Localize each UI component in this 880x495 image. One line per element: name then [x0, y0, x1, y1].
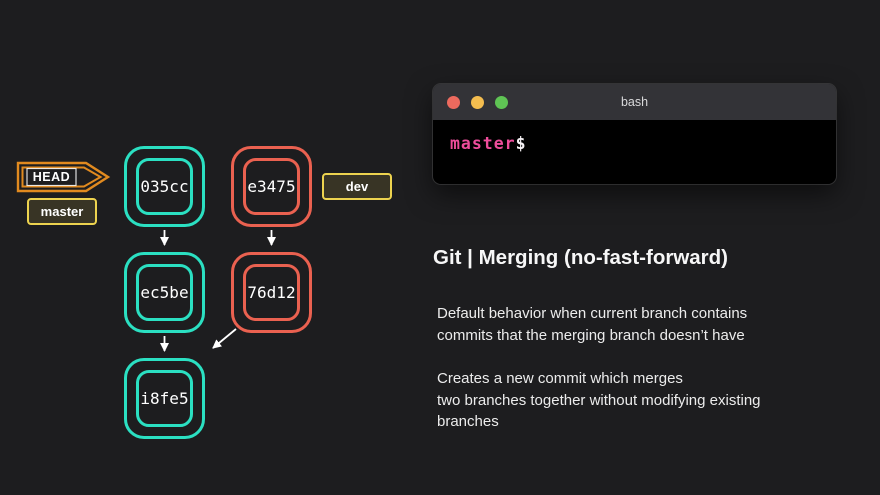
commit-node-inner: ec5be: [136, 264, 193, 321]
paragraph-line: branches: [437, 413, 499, 430]
commit-node-inner: 035cc: [136, 158, 193, 215]
terminal-window: bash master$: [433, 84, 836, 184]
terminal-body[interactable]: master$: [433, 120, 836, 184]
commit-node-ec5be: ec5be: [124, 252, 205, 333]
commit-hash: ec5be: [140, 283, 189, 302]
branch-badge-dev: dev: [322, 173, 392, 200]
edge-76d12-i8fe5: [212, 328, 237, 349]
paragraph-line: Default behavior when current branch con…: [437, 305, 748, 322]
paragraph-creates-commit: Creates a new commit which merges two br…: [437, 368, 761, 433]
prompt-symbol: $: [515, 134, 526, 153]
minimize-button[interactable]: [471, 95, 484, 109]
commit-hash: 76d12: [247, 283, 296, 302]
commit-node-i8fe5: i8fe5: [124, 358, 205, 439]
terminal-title: bash: [620, 95, 649, 109]
branch-badge-master: master: [27, 198, 97, 225]
commit-node-76d12: 76d12: [231, 252, 312, 333]
page-title: Git | Merging (no-fast-forward): [433, 246, 728, 269]
head-badge: HEAD: [16, 161, 111, 193]
paragraph-line: commits that the merging branch doesn’t …: [437, 326, 745, 344]
terminal-titlebar: bash: [433, 84, 836, 120]
prompt-branch: master: [450, 134, 516, 153]
commit-node-e3475: e3475: [231, 146, 312, 227]
branch-badge-dev-label: dev: [345, 179, 369, 194]
commit-node-inner: i8fe5: [136, 370, 193, 427]
head-label-box: [26, 167, 77, 187]
head-inner-arrow: [21, 166, 103, 188]
paragraph-line: Creates a new commit which merges: [437, 370, 683, 387]
paragraph-default-behavior: Default behavior when current branch con…: [437, 303, 747, 346]
paragraph-line: two branches together without modifying …: [437, 391, 761, 409]
branch-badge-master-label: master: [40, 204, 84, 219]
head-label: HEAD: [32, 170, 71, 184]
commit-hash: e3475: [247, 177, 296, 196]
commit-node-035cc: 035cc: [124, 146, 205, 227]
commit-node-inner: e3475: [243, 158, 300, 215]
commit-hash: 035cc: [140, 177, 189, 196]
close-button[interactable]: [447, 95, 460, 109]
commit-node-inner: 76d12: [243, 264, 300, 321]
commit-hash: i8fe5: [140, 389, 189, 408]
zoom-button[interactable]: [495, 95, 508, 109]
head-outer-arrow: [16, 161, 111, 193]
